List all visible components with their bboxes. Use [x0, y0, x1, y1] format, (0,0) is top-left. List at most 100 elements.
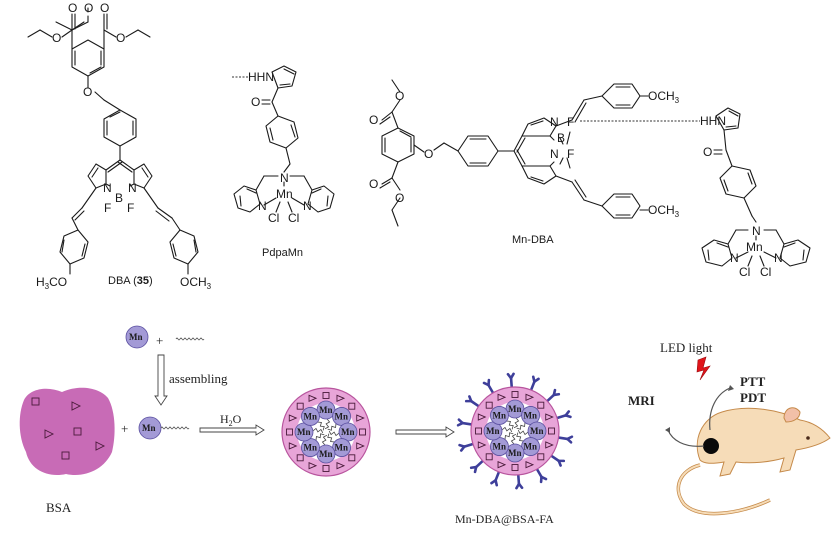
atom-n: N — [258, 199, 267, 213]
atom-n: N — [550, 115, 559, 129]
mouse-ear — [783, 407, 801, 423]
bsa-triangle — [477, 441, 487, 449]
atom-o: O — [100, 1, 109, 15]
bsa-square — [537, 401, 545, 409]
atom-o: O — [83, 85, 92, 99]
bsa-square — [31, 397, 40, 406]
mn-dba-structure — [379, 79, 811, 267]
mn-label: Mn — [303, 411, 317, 421]
lightning-icon — [696, 356, 711, 381]
atom-f: F — [567, 147, 574, 161]
mn-label: Mn — [297, 427, 311, 437]
atom-o: O — [395, 191, 404, 205]
dba-atom-labels: O O O O O O N N B F F H3CO OCH3 DBA (35) — [36, 1, 212, 291]
dba-chain-icon — [160, 426, 190, 430]
atom-n: N — [752, 224, 761, 238]
bsa-blob — [19, 387, 115, 476]
mn-label: Mn — [524, 410, 538, 420]
mn-label: Mn — [142, 423, 156, 433]
atom-n: N — [303, 199, 312, 213]
compound-label-mn-dba: Mn-DBA — [512, 234, 554, 246]
atom-f: F — [567, 115, 574, 129]
bsa-square — [322, 392, 330, 399]
atom-o: O — [395, 89, 404, 103]
atom-o: O — [424, 147, 433, 161]
bsa-square — [348, 454, 356, 462]
bsa-triangle — [477, 413, 487, 421]
atom-n: N — [774, 251, 783, 265]
antibody-icon — [557, 435, 574, 444]
bsa-triangle — [288, 442, 298, 450]
bsa-triangle — [44, 429, 55, 439]
atom-o: O — [116, 31, 125, 45]
tumor-spot — [703, 438, 719, 454]
bsa-triangle — [308, 394, 318, 402]
antibody-icon — [482, 378, 495, 395]
methoxy-label: OCH3 — [648, 203, 680, 219]
atom-hhn: HHN — [248, 70, 274, 84]
mn-dba-atom-labels: O O O O O N N B F F OCH3 OCH3 Mn-DBA HHN… — [369, 89, 783, 279]
atom-n: N — [103, 181, 112, 195]
methoxy-label: OCH3 — [648, 89, 680, 105]
mn-ball: Mn — [301, 407, 320, 426]
atom-o: O — [369, 177, 378, 191]
mn-label: Mn — [530, 426, 544, 436]
mn-reactant: Mn + — [125, 325, 205, 349]
bsa-triangle — [336, 462, 346, 470]
mn-label: Mn — [335, 443, 349, 453]
mn-label: Mn — [303, 443, 317, 453]
mn-label: Mn — [492, 442, 506, 452]
mn-label: Mn — [341, 427, 355, 437]
methoxy-label: OCH3 — [180, 275, 212, 291]
mn-label: Mn — [319, 405, 333, 415]
mn-label: Mn — [492, 410, 506, 420]
bsa-square — [485, 401, 493, 409]
bsa-triangle — [545, 441, 554, 449]
atom-cl: Cl — [268, 211, 279, 225]
bsa-square — [73, 427, 82, 436]
compound-label-dba: DBA (35) — [108, 275, 153, 287]
bsa-triangle — [308, 462, 318, 470]
bsa-square — [286, 428, 293, 436]
mn-label: Mn — [508, 404, 522, 414]
atom-n: N — [280, 171, 289, 185]
atom-o: O — [369, 113, 378, 127]
bsa-triangle — [525, 393, 535, 401]
compound-label-pdpamn: PdpaMn — [262, 247, 303, 259]
antibody-icon — [529, 375, 540, 392]
bsa-triangle — [497, 461, 507, 469]
antibody-icon — [515, 473, 524, 490]
atom-b: B — [115, 191, 123, 205]
bsa-triangle — [71, 401, 82, 411]
atom-mn: Mn — [276, 187, 293, 201]
antibody-icon — [555, 410, 572, 420]
bsa-protein: BSA — [19, 387, 115, 515]
atom-n: N — [730, 251, 739, 265]
atom-o: O — [251, 95, 260, 109]
bsa-triangle — [336, 394, 346, 402]
antibody-icon — [469, 459, 485, 474]
mouse-illustration: LED light PTT PDT MRI — [628, 340, 831, 516]
atom-n: N — [128, 181, 137, 195]
h2o-label: H2O — [220, 412, 242, 428]
atom-o: O — [84, 1, 93, 15]
nanoparticle-label: Mn-DBA@BSA-FA — [455, 512, 554, 526]
led-light-label: LED light — [660, 340, 713, 355]
bsa-square — [61, 451, 70, 460]
atom-b: B — [557, 131, 565, 145]
mn-dba-conjugate: + Mn — [121, 416, 190, 440]
mn-ball: Mn — [490, 406, 509, 425]
assembling-arrow: assembling — [154, 354, 228, 406]
ptt-arrow — [709, 387, 731, 431]
atom-cl: Cl — [760, 265, 771, 279]
bsa-square — [296, 454, 304, 462]
mn-label: Mn — [335, 411, 349, 421]
h2o-arrow: H2O — [199, 412, 265, 436]
assembling-label: assembling — [169, 371, 228, 386]
pdpamn-structure — [232, 65, 335, 213]
antibody-icon — [506, 372, 515, 389]
antibody-icon — [535, 467, 548, 484]
antibody-icon — [550, 454, 566, 467]
